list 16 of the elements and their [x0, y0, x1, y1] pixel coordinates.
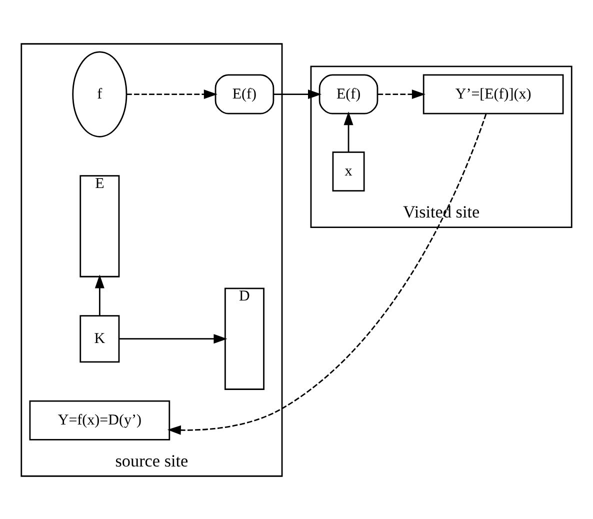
- node-box: Y=f(x)=D(y’): [29, 400, 170, 440]
- node-box: K: [80, 314, 120, 362]
- node-box: x: [332, 151, 365, 192]
- node-box: E(f): [214, 74, 274, 114]
- arrow: [94, 274, 104, 316]
- arrow: [126, 89, 218, 99]
- node-box: E(f): [318, 74, 378, 114]
- arrow: [378, 89, 426, 99]
- node-box: Y’=[E(f)](x): [422, 74, 564, 114]
- node-box: E: [80, 174, 120, 277]
- arrow: [274, 89, 322, 99]
- node-ellipse: f: [72, 50, 128, 137]
- arrow: [167, 113, 487, 434]
- arrow: [119, 334, 228, 344]
- node-box: D: [224, 287, 264, 390]
- arrow: [344, 111, 354, 152]
